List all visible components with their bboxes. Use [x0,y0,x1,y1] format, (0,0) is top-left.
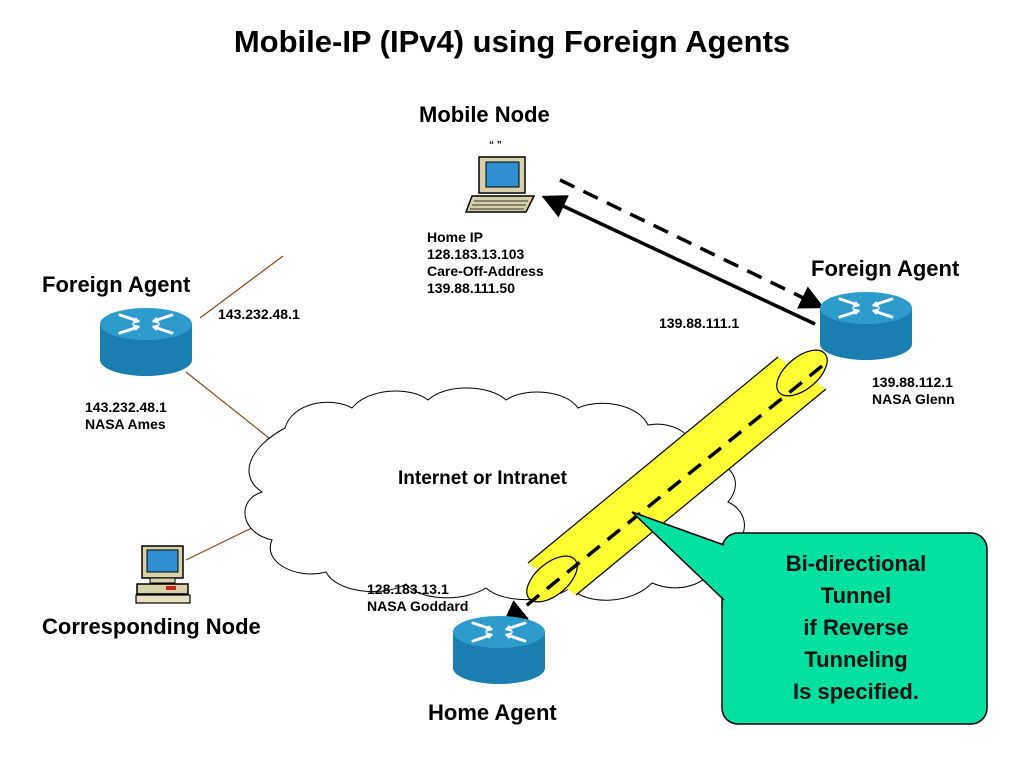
router-icon-home-agent [451,614,547,686]
cloud-label: Internet or Intranet [398,468,567,489]
link-fa-left-up [199,255,284,319]
callout-text: Bi-directional Tunnel if Reverse Tunneli… [732,548,980,708]
foreign-agent-left-info: 143.232.48.1 NASA Ames [85,399,167,433]
home-agent-site: NASA Goddard [367,598,469,614]
callout-line: if Reverse [803,615,909,640]
tunnel-dashed-arrow [502,364,824,626]
mobile-node-label: Mobile Node [419,102,550,127]
foreign-agent-right-iface-ip: 139.88.111.1 [659,315,740,331]
dashed-arrow-to-foreign-agent [559,178,825,309]
home-ip-value: 128.183.13.103 [427,246,525,262]
foreign-agent-right-label: Foreign Agent [811,256,960,281]
foreign-agent-left-ip: 143.232.48.1 [85,399,167,415]
coa-label: Care-Off-Address [427,263,544,279]
mobile-node-screen-quote: “ ” [489,140,502,151]
foreign-agent-left-iface-ip: 143.232.48.1 [218,306,300,322]
page-title: Mobile-IP (IPv4) using Foreign Agents [233,24,791,59]
home-ip-label: Home IP [427,229,484,245]
home-agent-ip: 128.183.13.1 [367,581,449,597]
foreign-agent-right-site: NASA Glenn [872,391,955,407]
router-icon-foreign-agent-left [98,306,194,378]
foreign-agent-right-ip: 139.88.112.1 [872,374,953,390]
desktop-computer-icon [135,545,191,604]
coa-value: 139.88.111.50 [427,280,515,296]
solid-arrow-to-mobile-node [541,195,816,326]
bidirectional-tunnel [526,349,828,603]
callout-box [631,511,988,725]
foreign-agent-right-info: 139.88.112.1 NASA Glenn [872,374,955,408]
callout-line: Tunnel [820,583,892,608]
corresponding-node-label: Corresponding Node [42,614,261,639]
callout-line: Is specified. [793,679,919,704]
callout-line: Bi-directional [785,551,927,576]
mobile-node-info: Home IP 128.183.13.103 Care-Off-Address … [427,229,544,297]
laptop-icon [464,156,536,213]
foreign-agent-left-label: Foreign Agent [42,272,191,297]
link-fa-left-cloud [185,371,275,443]
router-icon-foreign-agent-right [818,290,914,362]
foreign-agent-left-site: NASA Ames [85,416,166,432]
home-agent-label: Home Agent [428,700,557,725]
callout-line: Tunneling [804,647,908,672]
home-agent-info: 128.183.13.1 NASA Goddard [367,581,468,615]
